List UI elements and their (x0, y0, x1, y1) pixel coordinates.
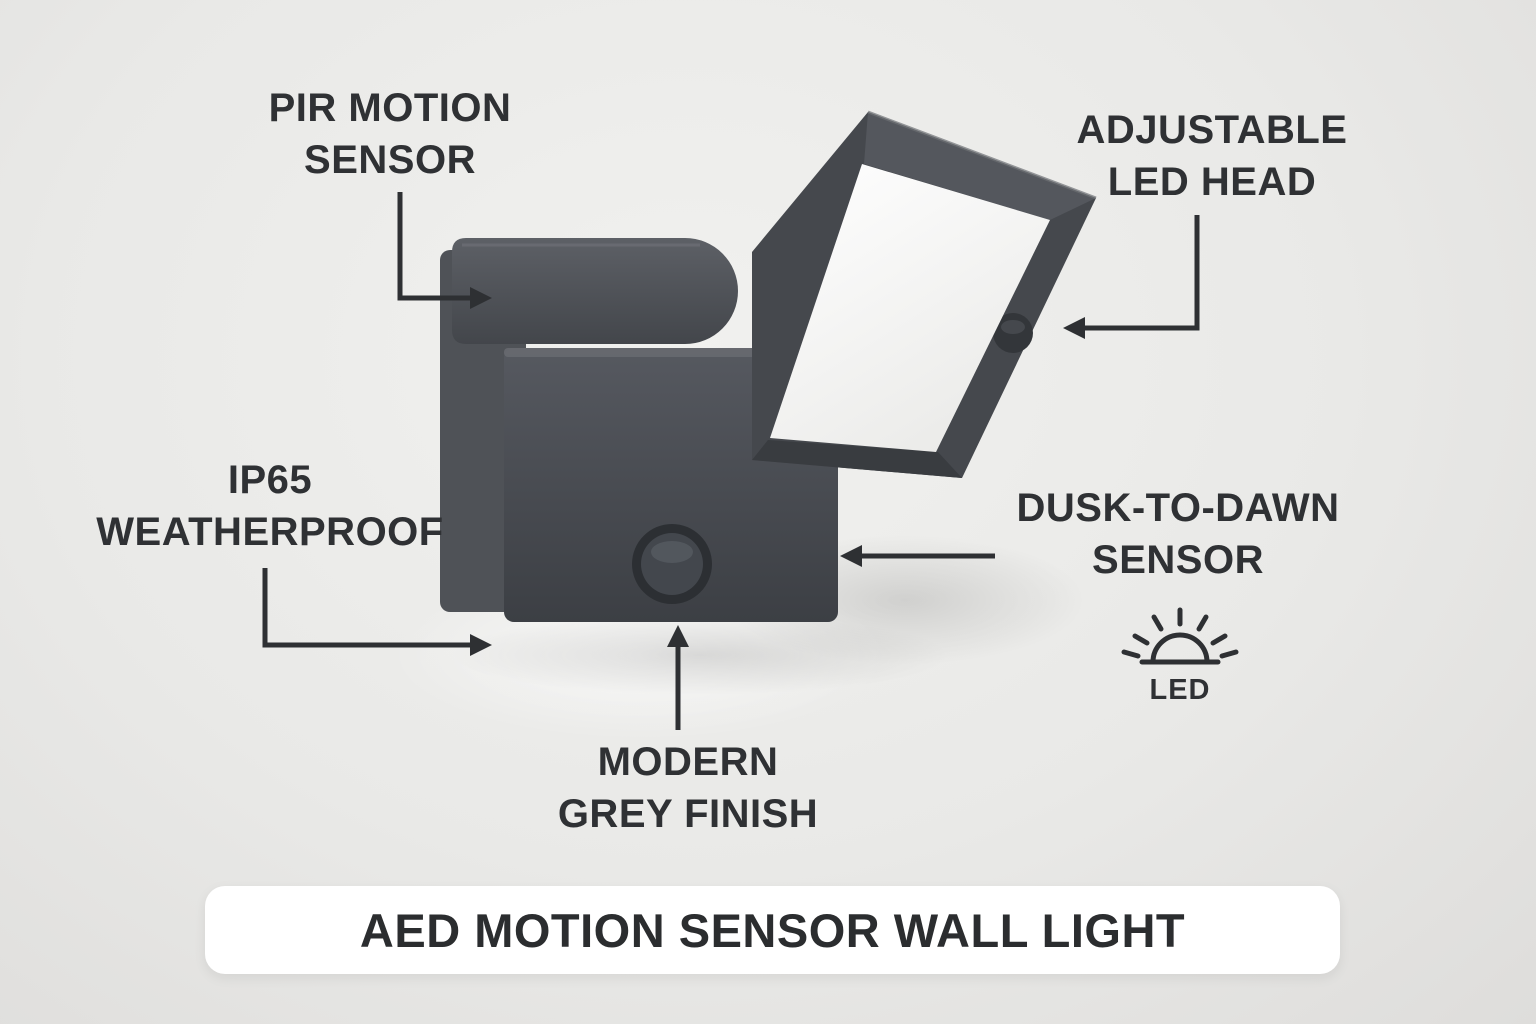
label-pir-motion-sensor: PIR MOTION SENSOR (190, 82, 590, 186)
label-dusk-line1: DUSK-TO-DAWN (1016, 486, 1340, 530)
label-ip65-weatherproof: IP65 WEATHERPROOF (70, 454, 470, 558)
label-finish-line2: GREY FINISH (557, 792, 819, 836)
label-led-head-line2: LED HEAD (1107, 160, 1317, 204)
label-dusk-line2: SENSOR (1092, 538, 1264, 582)
label-dusk-to-dawn-sensor: DUSK-TO-DAWN SENSOR (978, 482, 1378, 586)
product-title: AED MOTION SENSOR WALL LIGHT (359, 903, 1186, 957)
arrow-adjustable-led-head (1063, 215, 1200, 339)
label-ip65-line2: WEATHERPROOF (96, 510, 444, 554)
arrow-ip65-weatherproof (262, 568, 492, 656)
label-adjustable-led-head: ADJUSTABLE LED HEAD (1012, 104, 1412, 208)
title-banner: AED MOTION SENSOR WALL LIGHT (205, 886, 1340, 974)
annotation-arrows (262, 192, 1200, 730)
led-icon-caption: LED (1149, 674, 1211, 706)
label-pir-line1: PIR MOTION (268, 86, 512, 130)
led-head (752, 110, 1097, 478)
pivot-arm (452, 238, 738, 344)
arrow-pir-motion-sensor (397, 192, 492, 309)
label-led-head-line1: ADJUSTABLE (1076, 108, 1348, 152)
label-modern-grey-finish: MODERN GREY FINISH (488, 736, 888, 840)
pir-sensor-lens (632, 524, 712, 604)
led-panel (770, 164, 1050, 452)
arrow-modern-grey-finish (667, 625, 689, 730)
label-pir-line2: SENSOR (304, 138, 476, 182)
led-icon (1121, 607, 1239, 665)
arrow-dusk-to-dawn-sensor (840, 545, 995, 567)
label-finish-line1: MODERN (597, 740, 779, 784)
label-ip65-line1: IP65 (227, 458, 313, 502)
